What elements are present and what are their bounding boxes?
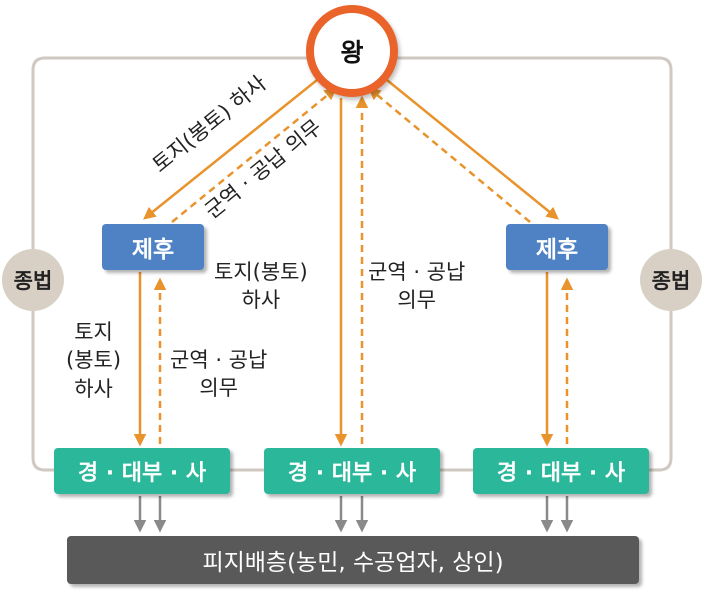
noble-node-center: 경 · 대부 · 사 (264, 448, 440, 494)
king-node: 왕 (306, 5, 398, 97)
label-king-to-noble-line2: 하사 (241, 288, 281, 313)
label-noble-to-king-line2: 의무 (397, 288, 436, 313)
noble-node-left: 경 · 대부 · 사 (54, 448, 230, 494)
label-lord-to-noble-line1: 토지 (74, 320, 113, 344)
commoners-node: 피지배층(농민, 수공업자, 상인) (67, 536, 639, 584)
lord-node-left: 제후 (102, 224, 204, 270)
label-noble-to-king: 군역 · 공납 의무 (368, 258, 465, 315)
arrow-king-to-right-lord (381, 75, 559, 220)
label-king-to-noble: 토지(봉토) 하사 (214, 258, 308, 315)
clan-law-badge-right: 종법 (640, 249, 702, 311)
label-lord-to-noble: 토지 (봉토) 하사 (66, 318, 121, 403)
label-lord-to-noble-line2: (봉토) (66, 348, 122, 373)
arrow-left-lord-to-king (171, 87, 337, 223)
label-king-to-noble-line1: 토지(봉토) (214, 260, 308, 284)
label-noble-to-king-line1: 군역 · 공납 (368, 260, 466, 284)
arrow-right-lord-to-king (368, 87, 531, 223)
clan-law-badge-left: 종법 (2, 249, 64, 311)
label-lord-to-noble-line3: 하사 (74, 376, 113, 401)
arrow-king-to-left-lord (143, 75, 323, 220)
label-noble-to-lord-line1: 군역 · 공납 (170, 348, 268, 372)
noble-node-right: 경 · 대부 · 사 (473, 448, 649, 494)
label-noble-to-lord-line2: 의무 (199, 376, 238, 401)
lord-node-right: 제후 (506, 224, 608, 270)
label-noble-to-lord: 군역 · 공납 의무 (170, 346, 267, 403)
